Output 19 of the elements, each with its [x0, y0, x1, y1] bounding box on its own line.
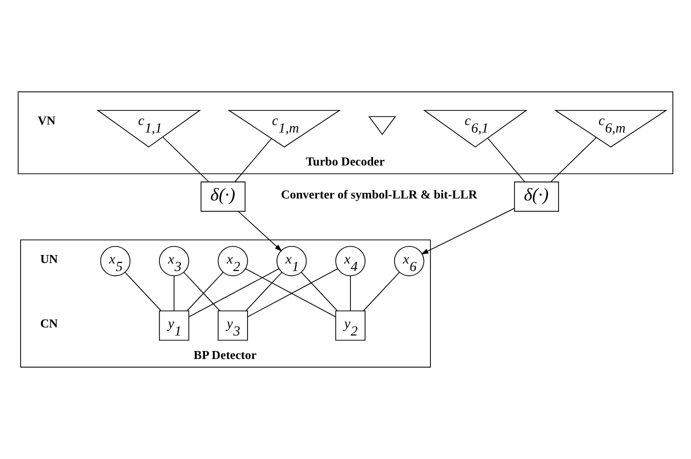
- label: Converter of symbol-LLR & bit-LLR: [281, 188, 478, 202]
- connector: [234, 138, 272, 182]
- node-triangle: [368, 116, 396, 136]
- connector: [300, 272, 338, 312]
- label: CN: [40, 316, 58, 331]
- arrow: [238, 210, 282, 252]
- node-box: δ(·): [514, 182, 559, 212]
- connector: [188, 268, 280, 318]
- label: VN: [38, 114, 56, 128]
- connector: [162, 136, 210, 182]
- arrow: [421, 208, 515, 254]
- connector: [363, 272, 400, 312]
- connector: [488, 138, 526, 182]
- connector: [550, 137, 597, 182]
- node-box: δ(·): [200, 182, 246, 212]
- connector: [124, 272, 162, 312]
- label: UN: [40, 252, 58, 266]
- connector: [245, 272, 282, 312]
- connector: [350, 275, 351, 312]
